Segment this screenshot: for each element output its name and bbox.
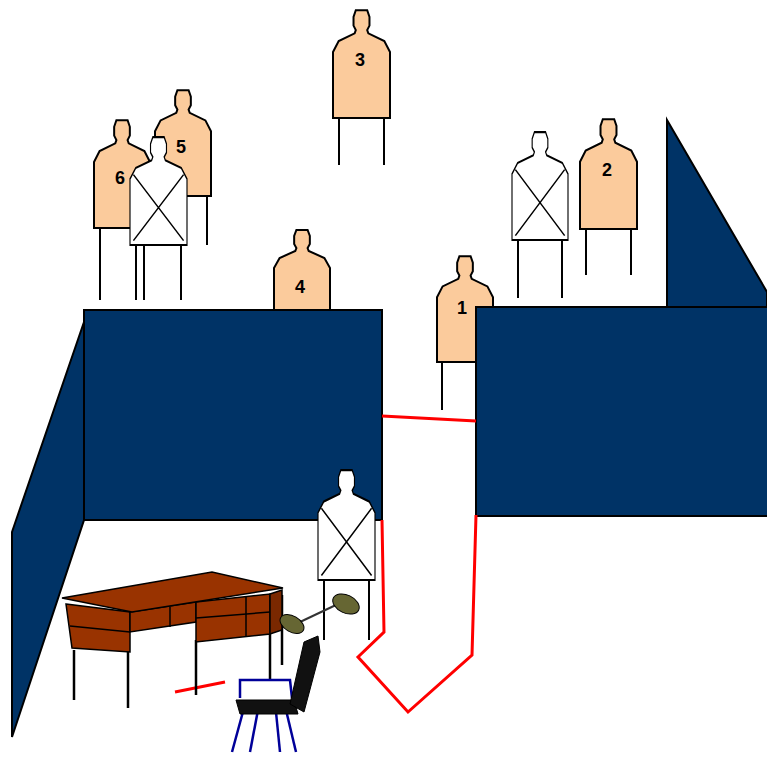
stand-leg [99, 226, 101, 300]
desk-top [62, 572, 283, 612]
target-silhouette [333, 10, 390, 118]
drawer-line [245, 596, 247, 636]
chair-leg [276, 712, 280, 752]
no-shoot-cross [133, 175, 183, 241]
desk-side [270, 590, 282, 634]
fault-line [175, 682, 225, 692]
stand-leg [323, 578, 325, 640]
fault-lines [175, 416, 476, 712]
target-box: 3 [333, 8, 390, 118]
target-number: 5 [176, 137, 186, 157]
no-shoot-cross [321, 508, 371, 575]
silhouette [130, 137, 187, 245]
no-shoot-target [318, 470, 375, 640]
drawer-line [169, 607, 171, 627]
chair-frame [232, 680, 296, 752]
stand-leg [180, 243, 182, 300]
drawer-line [70, 626, 130, 632]
gear-strap [300, 604, 338, 622]
stand-leg [517, 240, 519, 298]
no-shoot-silhouette [318, 470, 375, 580]
chair-leg [286, 710, 296, 752]
stand-leg [368, 578, 370, 640]
desk [62, 572, 283, 708]
gear-item [277, 611, 308, 638]
target-number: 2 [602, 160, 612, 180]
no-shoot-silhouette [130, 137, 187, 245]
drawer-line [196, 612, 270, 618]
stand-leg [383, 117, 385, 165]
silhouette [512, 132, 568, 240]
chair-arm [240, 680, 292, 698]
no-shoot-target [512, 132, 568, 298]
no-shoot-silhouette [512, 132, 568, 240]
stand-leg [206, 195, 208, 245]
target-number: 3 [355, 50, 365, 70]
fault-line [358, 515, 476, 712]
chair-leg [232, 708, 244, 752]
wall-panel [84, 310, 382, 520]
desk-leg [127, 650, 130, 708]
desk-leg [73, 650, 76, 700]
silhouette [318, 470, 375, 580]
desk-pedestal [196, 594, 270, 642]
stand-leg [135, 243, 137, 300]
target-number: 1 [457, 298, 467, 318]
chair-leg [250, 710, 258, 752]
chair-seat [236, 700, 298, 714]
no-shoot-target [130, 137, 187, 300]
desk-leg [195, 640, 198, 695]
chair [232, 636, 320, 752]
target-box: 2 [580, 117, 637, 229]
stand-leg [630, 228, 632, 275]
wall-panel [476, 307, 767, 516]
target-number: 4 [295, 277, 305, 297]
stand-leg [338, 117, 340, 165]
gear [277, 590, 363, 638]
stand-leg [561, 240, 563, 298]
target-silhouette [580, 119, 637, 229]
target-number: 6 [115, 168, 125, 188]
fault-line [382, 416, 476, 421]
stand-leg [441, 362, 443, 410]
chair-back [290, 636, 320, 712]
wall-panel [667, 120, 767, 307]
no-shoot-cross [515, 170, 564, 236]
wall-panel [12, 322, 84, 737]
desk-leg [269, 632, 272, 680]
gear-item [330, 590, 363, 618]
desk-pedestal [66, 604, 130, 652]
stand-leg [585, 228, 587, 275]
